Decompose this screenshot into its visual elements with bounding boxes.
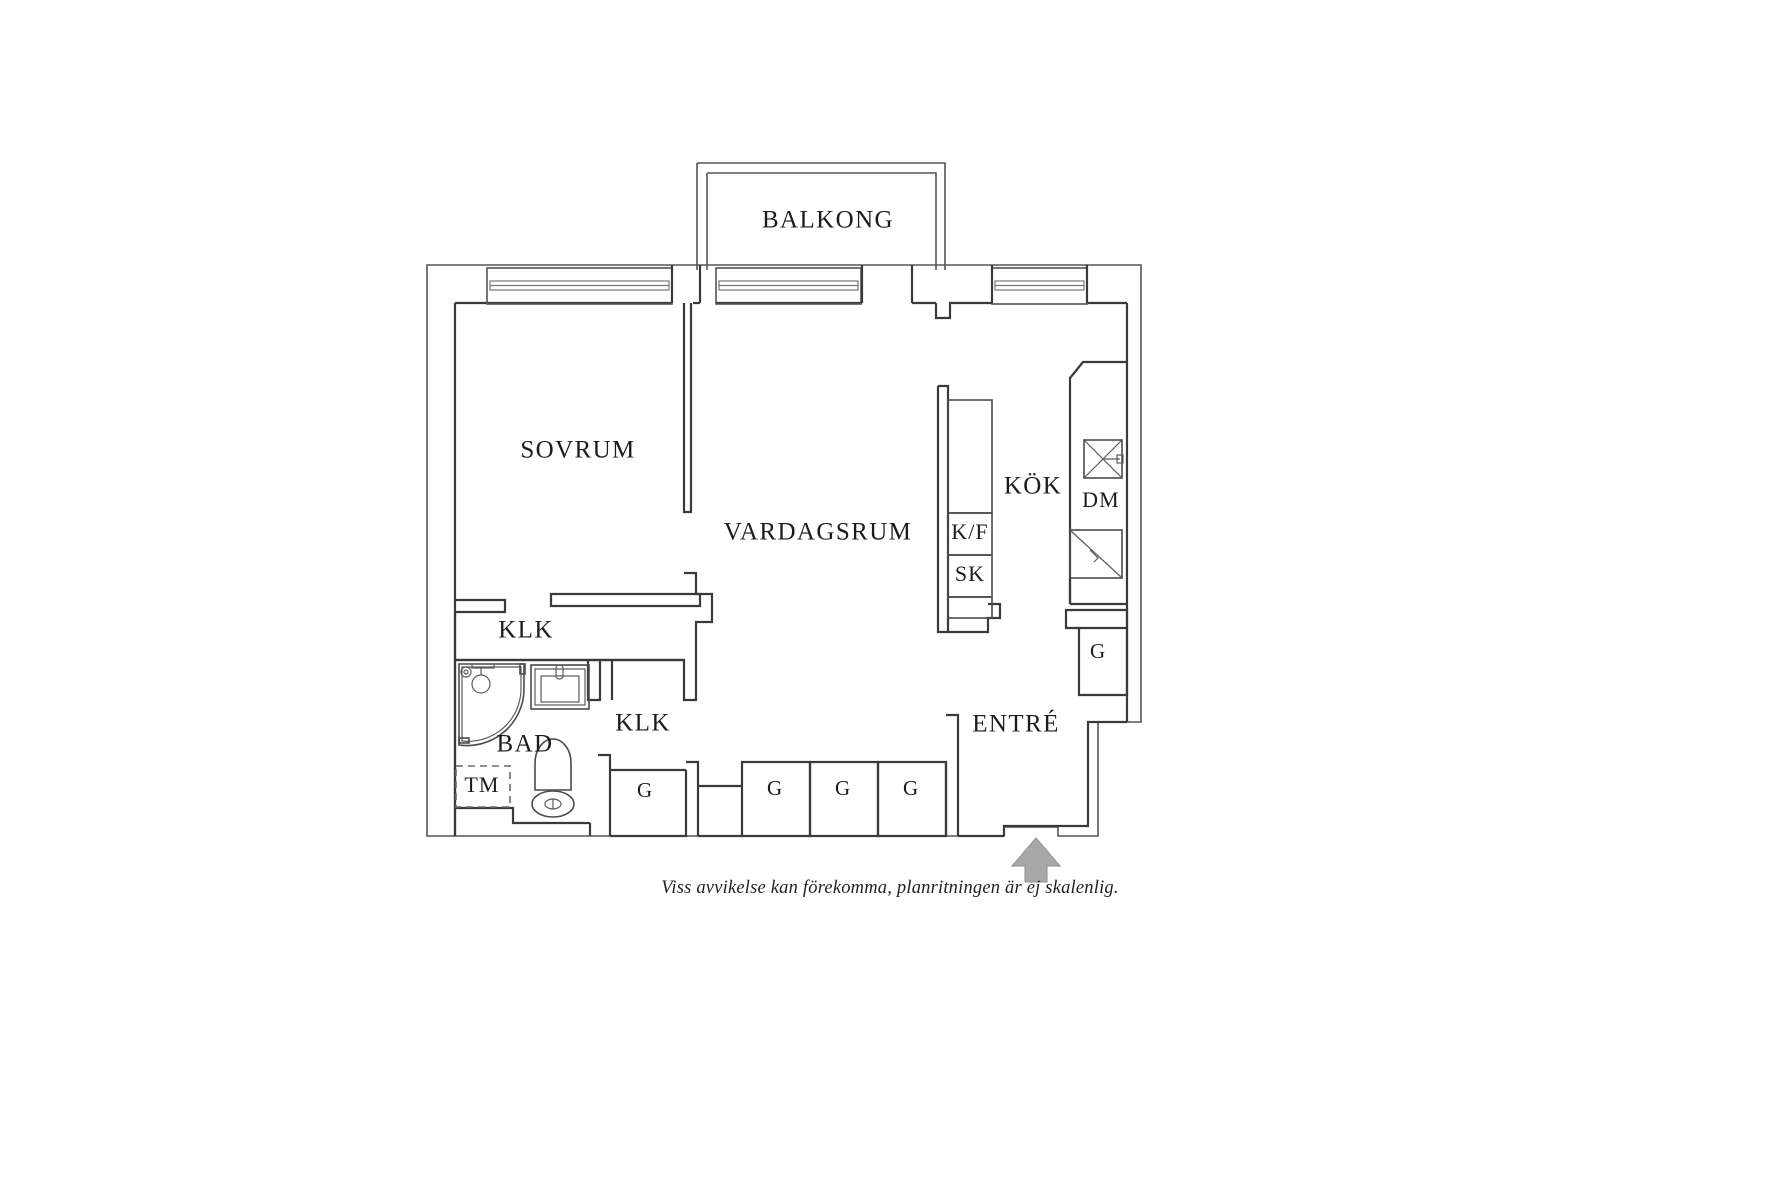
label-fridge-freezer: K/F (951, 519, 989, 544)
room-label-entrance: ENTRÉ (972, 710, 1060, 738)
bathroom-walls (453, 660, 614, 836)
entrance-arrow (1010, 837, 1062, 883)
window-living-room (715, 267, 862, 305)
label-closet-hall-1: G (637, 778, 653, 802)
room-label-klk-upper: KLK (498, 617, 554, 644)
kitchen-counter-right (1068, 360, 1127, 606)
label-closet-hall-2: G (767, 776, 783, 800)
stove-icon (1083, 439, 1124, 479)
window-bedroom (486, 267, 673, 305)
room-label-balcony: BALKONG (762, 207, 894, 234)
label-closet-hall-4: G (903, 776, 919, 800)
kitchen-sink-icon (1069, 529, 1123, 579)
label-washing-machine: TM (464, 772, 499, 797)
room-label-klk-lower: KLK (615, 710, 671, 737)
kitchen-cabinet-column (936, 384, 1002, 634)
label-closet-hall-3: G (835, 776, 851, 800)
window-kitchen (991, 267, 1088, 305)
bathroom-sink-icon (530, 664, 590, 710)
room-label-bedroom: SOVRUM (520, 437, 635, 464)
entrance-walls (958, 695, 1129, 838)
room-label-kitchen: KÖK (1004, 473, 1062, 500)
label-closet-entry-right: G (1090, 639, 1106, 663)
hall-closet-walls (598, 713, 960, 838)
room-label-bathroom: BAD (497, 731, 554, 758)
washing-machine-box (455, 765, 511, 808)
label-dishwasher: DM (1082, 487, 1120, 512)
top-wall-nib (670, 265, 1089, 303)
balcony-outline (696, 162, 946, 270)
klk-upper-walls (453, 571, 714, 702)
room-label-living-room: VARDAGSRUM (724, 519, 913, 546)
bedroom-partition-wall (682, 303, 693, 514)
toilet-icon (531, 738, 575, 818)
plan-caption: Viss avvikelse kan förekomma, planritnin… (661, 878, 1119, 898)
interior-shell (453, 301, 1129, 836)
closet-entry-right-box (1064, 608, 1129, 697)
shower-icon (458, 663, 526, 747)
label-pantry: SK (955, 561, 985, 586)
